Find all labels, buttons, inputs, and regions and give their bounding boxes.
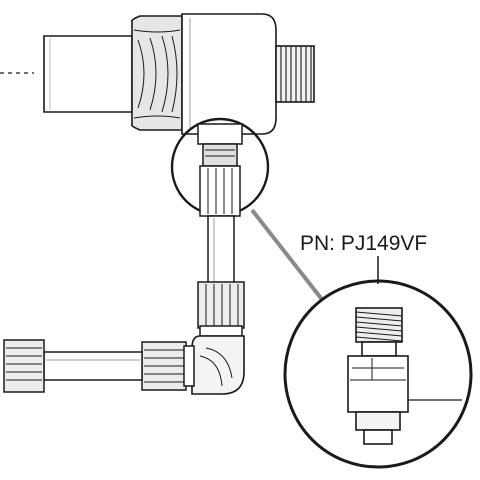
left-end-nut [3, 339, 45, 393]
detail-threads [355, 311, 403, 342]
outlet-threads [280, 46, 312, 102]
vertical-tube [207, 215, 235, 285]
valve-body [43, 13, 315, 135]
part-number-label: PN: PJ149VF [300, 232, 427, 255]
horizontal-tube [43, 351, 143, 381]
magnify-leader [250, 208, 326, 304]
elbow-nut [141, 341, 195, 391]
detail-fitting [347, 307, 409, 445]
lower-nut [197, 281, 245, 337]
elbow-fitting [191, 335, 245, 395]
union-fitting [197, 123, 243, 217]
